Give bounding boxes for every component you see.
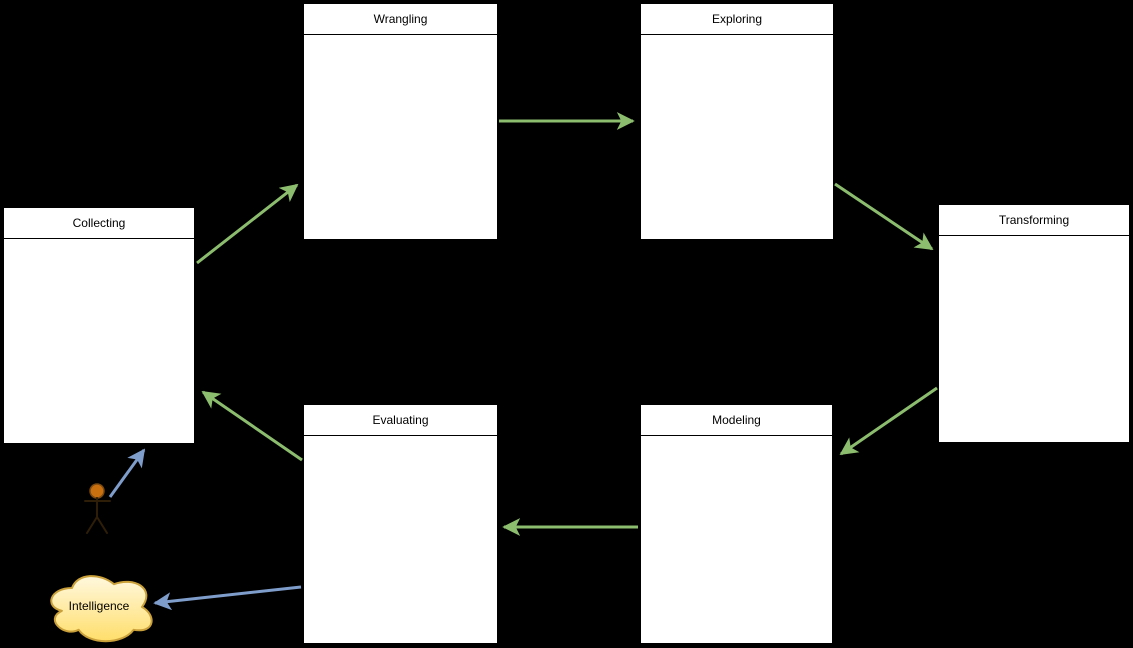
- node-modeling-title: Modeling: [641, 405, 832, 436]
- node-modeling: Modeling: [640, 404, 833, 644]
- cloud-label: Intelligence: [69, 599, 130, 613]
- edge-transforming-modeling: [839, 386, 938, 456]
- edge-evaluating-collecting: [201, 390, 303, 462]
- edge-evaluating-intelligence: [153, 585, 302, 611]
- node-wrangling-title: Wrangling: [304, 4, 497, 35]
- node-transforming: Transforming: [938, 204, 1130, 443]
- stick-figure-actor-icon: [84, 483, 111, 534]
- node-exploring-title: Exploring: [641, 4, 833, 35]
- edge-collecting-wrangling: [196, 183, 299, 265]
- cloud-icon: [50, 575, 153, 643]
- edge-actor-collecting: [108, 448, 146, 498]
- edge-exploring-transforming: [834, 182, 934, 251]
- node-collecting-title: Collecting: [4, 208, 194, 239]
- node-evaluating: Evaluating: [303, 404, 498, 644]
- intelligence-cloud: Intelligence: [50, 575, 153, 643]
- node-collecting: Collecting: [3, 207, 195, 444]
- node-evaluating-title: Evaluating: [304, 405, 497, 436]
- node-transforming-title: Transforming: [939, 205, 1129, 236]
- node-exploring: Exploring: [640, 3, 834, 240]
- node-wrangling: Wrangling: [303, 3, 498, 240]
